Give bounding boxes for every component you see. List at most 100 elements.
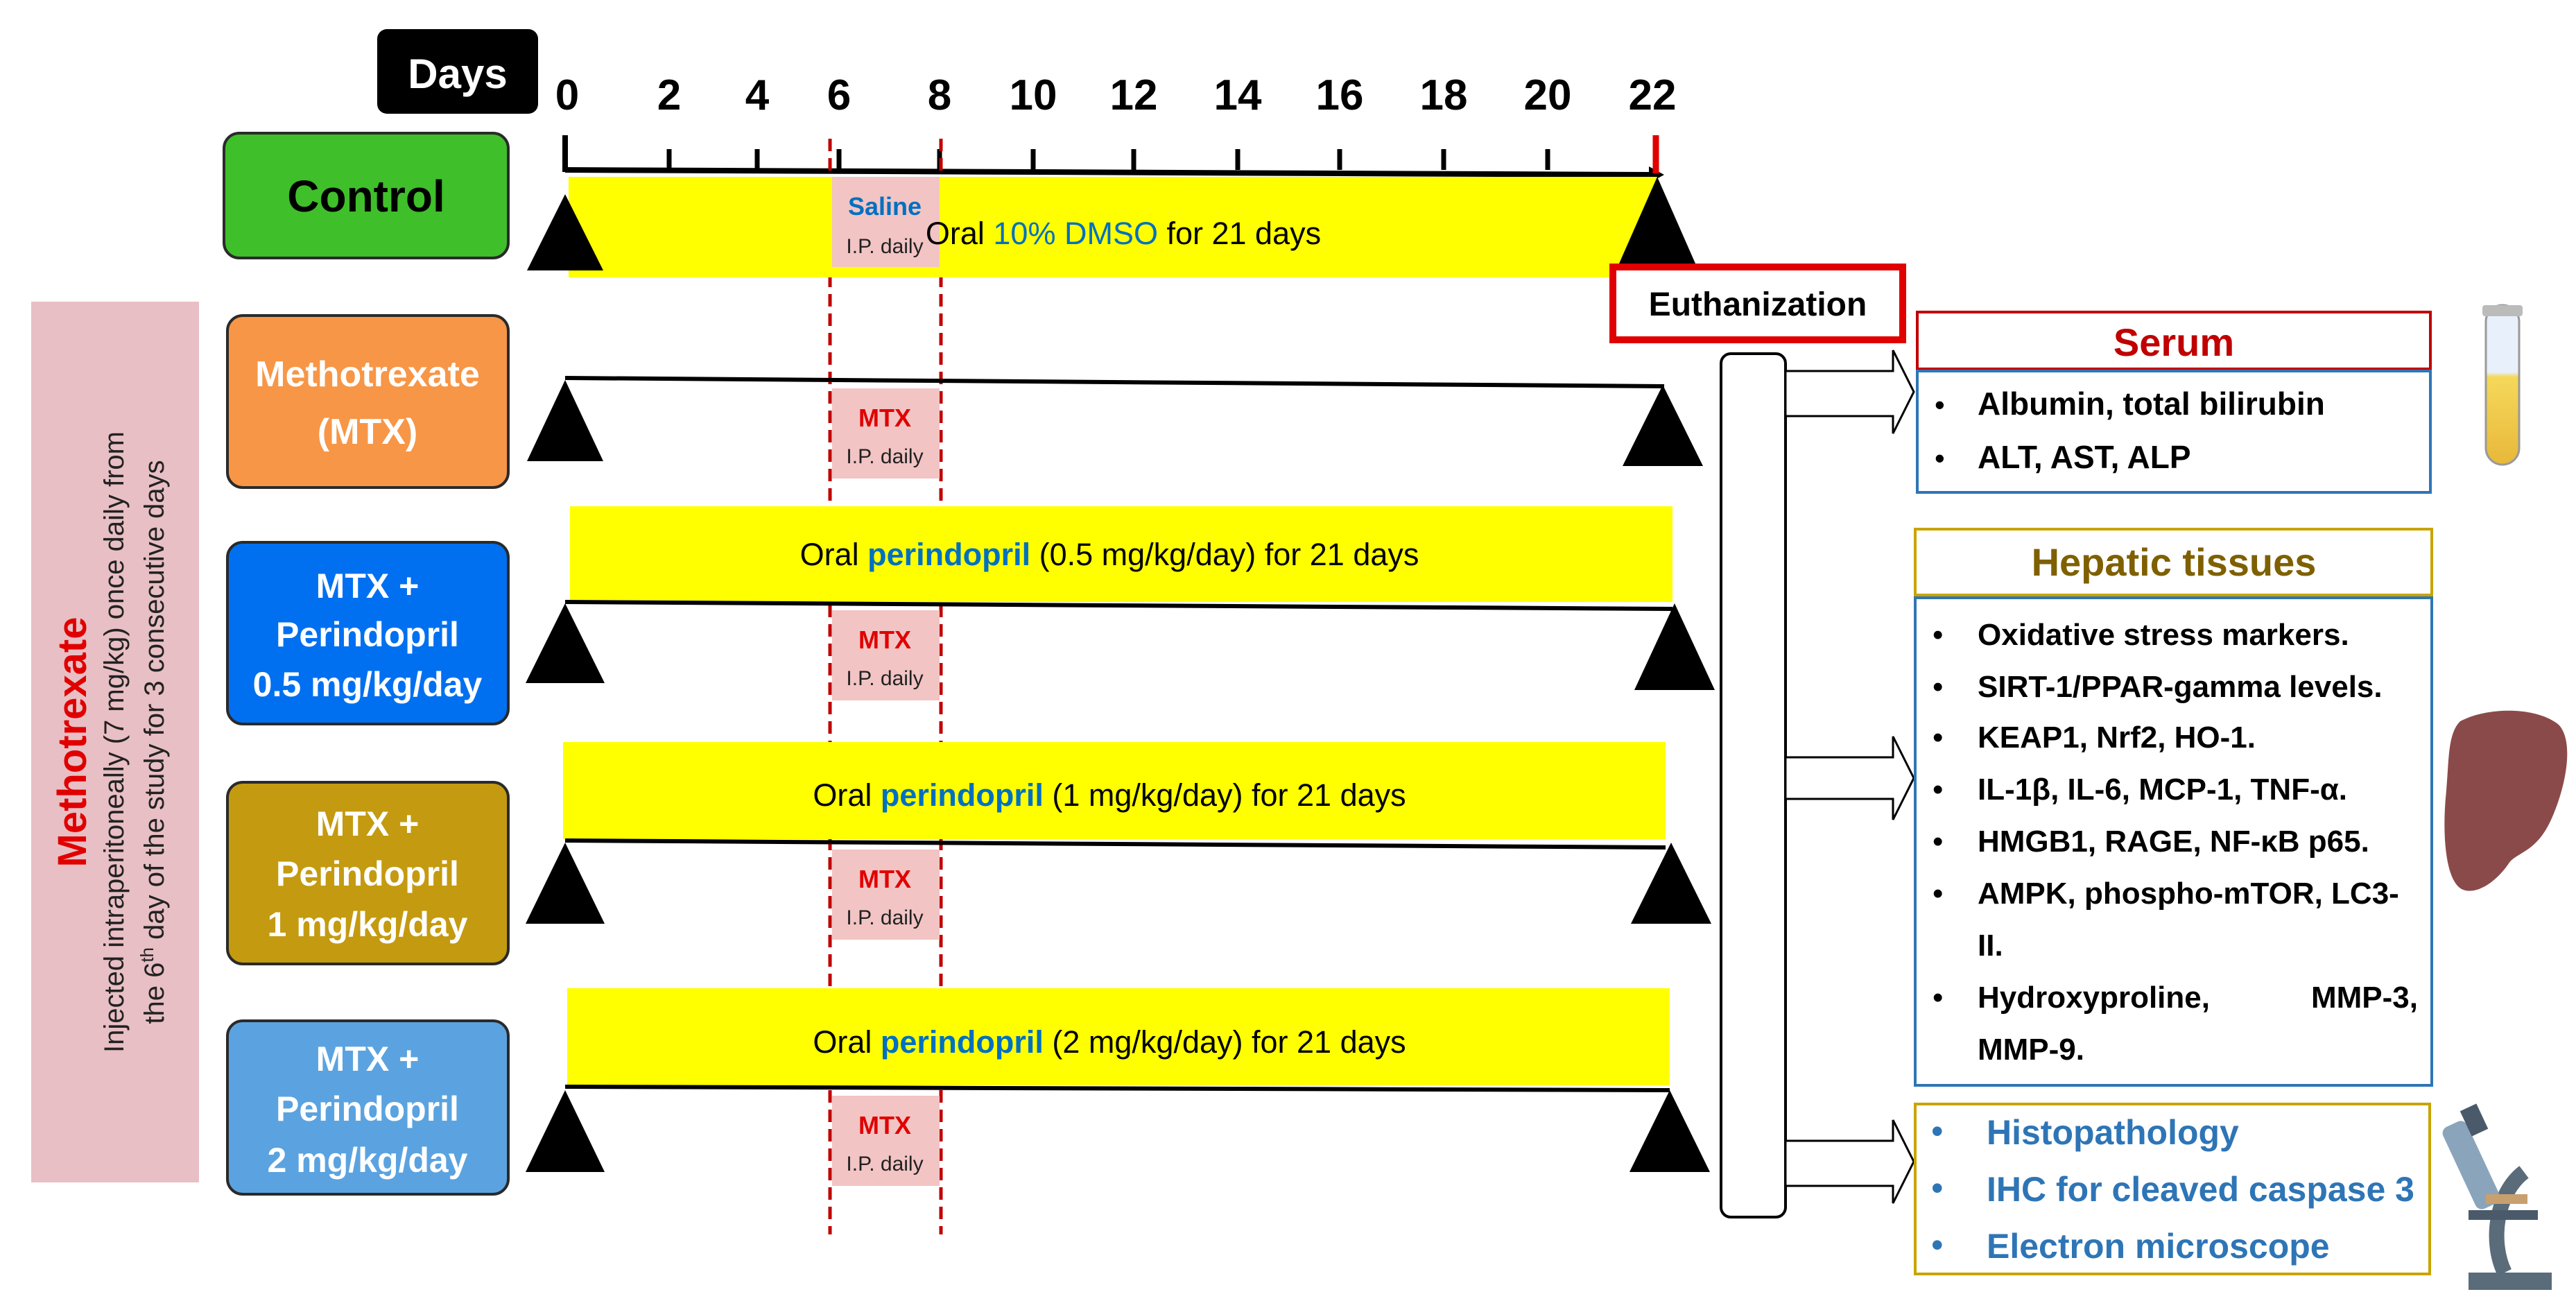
group-p2-row: MTX + Perindopril 2 mg/kg/day Oral perin…: [226, 988, 1710, 1196]
histology-box: [1914, 1103, 2431, 1275]
mtx-injection-sub-2: I.P. daily: [846, 445, 923, 468]
control-treatment-drug: 10% DMSO: [993, 216, 1158, 251]
mtx-injection-title-4: MTX: [858, 865, 911, 893]
group-p05-label-line1: MTX +: [316, 567, 420, 605]
axis-tick-label: 8: [928, 71, 951, 119]
p1-timeline: [564, 838, 1666, 850]
control-end-marker: [1619, 177, 1695, 264]
group-mtx-label-line2: (MTX): [318, 412, 417, 452]
side-panel-line2-b: day of the study for 3 consecutive days: [139, 460, 170, 947]
group-mtx-box: [226, 314, 510, 489]
p05-treatment-bar: [570, 506, 1672, 602]
serum-panel: Serum • Albumin, total bilirubin • ALT, …: [1916, 311, 2432, 494]
histology-item-1: Histopathology: [1987, 1113, 2239, 1152]
p2-timeline: [564, 1085, 1670, 1092]
mtx-injection-box-5: [832, 1096, 940, 1186]
control-treatment-pre: Oral: [926, 216, 994, 251]
histology-item-2: IHC for cleaved caspase 3: [1987, 1170, 2414, 1209]
group-p1-label-line1: MTX +: [316, 804, 420, 843]
p2-treatment-post: (2 mg/kg/day) for 21 days: [1044, 1024, 1406, 1060]
p1-treatment-bar: [563, 742, 1666, 839]
axis-tick-label: 2: [657, 71, 681, 119]
hepatic-list-box: [1914, 596, 2433, 1087]
euthanization-box: [1609, 264, 1906, 343]
saline-injection-title: Saline: [848, 192, 922, 221]
group-p1-box: [226, 781, 510, 965]
p2-treatment-pre: Oral: [813, 1024, 881, 1060]
hepatic-item-7: Hydroxyproline,: [1978, 981, 2210, 1015]
p05-end-marker: [1634, 603, 1715, 690]
mtx-injection-box-2: [832, 388, 940, 479]
side-panel-title: Methotrexate: [50, 617, 95, 868]
sample-collection-bracket: [1720, 352, 1787, 1218]
axis-tick-label: 14: [1214, 71, 1262, 119]
hepatic-item-3: KEAP1, Nrf2, HO-1.: [1978, 721, 2256, 755]
mtx-start-marker: [527, 380, 603, 461]
mtx-side-panel: Methotrexate Injected intraperitoneally …: [31, 302, 199, 1182]
mtx-injection-sub-3: I.P. daily: [846, 667, 923, 690]
hepatic-item-1: Oxidative stress markers.: [1978, 618, 2349, 652]
p2-treatment-bar: [567, 988, 1670, 1085]
group-control-row: Control Saline I.P. daily Oral 10% DMSO …: [223, 132, 1695, 277]
axis-tick-label: 16: [1316, 71, 1364, 119]
group-p1-label-line2: Perindopril: [276, 854, 459, 893]
side-panel-line2-sup: th: [137, 947, 157, 963]
days-label-box: [377, 29, 538, 114]
hepatic-item-4: IL-1β, IL-6, MCP-1, TNF-α.: [1978, 773, 2347, 807]
p2-start-marker: [526, 1090, 605, 1172]
mtx-injection-box-4: [832, 850, 940, 940]
histology-bullet-1: •: [1931, 1112, 1944, 1151]
mtx-injection-title-5: MTX: [858, 1111, 911, 1139]
liver-icon: [2444, 710, 2568, 891]
side-panel-line2-a: the 6: [139, 963, 170, 1024]
group-p2-box: [226, 1019, 510, 1196]
p05-treatment-post: (0.5 mg/kg/day) for 21 days: [1030, 537, 1419, 572]
group-control-label: Control: [287, 171, 445, 221]
group-p2-label-line1: MTX +: [316, 1040, 420, 1078]
serum-bullet-2: •: [1935, 442, 1945, 474]
mtx-injection-sub-4: I.P. daily: [846, 906, 923, 929]
p2-treatment-drug: perindopril: [881, 1024, 1044, 1060]
mtx-injection-title-2: MTX: [858, 404, 911, 432]
hepatic-item-2: SIRT-1/PPAR-gamma levels.: [1978, 670, 2383, 704]
axis-tick-marks: [562, 135, 1550, 172]
p1-end-marker: [1631, 843, 1711, 924]
hepatic-bullet-3: •: [1933, 721, 1943, 755]
hepatic-title: Hepatic tissues: [2032, 540, 2317, 584]
p1-treatment-pre: Oral: [813, 777, 881, 813]
p05-treatment-pre: Oral: [800, 537, 868, 572]
saline-injection-sub: I.P. daily: [846, 235, 923, 258]
p05-treatment-text: Oral perindopril (0.5 mg/kg/day) for 21 …: [800, 537, 1419, 572]
hepatic-bullet-6: •: [1933, 877, 1943, 911]
group-p1-row: MTX + Perindopril 1 mg/kg/day Oral perin…: [226, 742, 1711, 965]
p1-start-marker: [526, 843, 605, 924]
group-control-box: [223, 132, 510, 259]
serum-bullet-1: •: [1935, 388, 1945, 421]
group-p05-row: MTX + Perindopril 0.5 mg/kg/day Oral per…: [226, 506, 1715, 725]
p05-timeline: [564, 600, 1673, 611]
axis-tick-label: 20: [1524, 71, 1572, 119]
mtx-end-marker: [1623, 385, 1703, 466]
axis-tick-label: 22: [1629, 71, 1677, 119]
serum-item-1: Albumin, total bilirubin: [1978, 386, 2325, 422]
hepatic-item-6: AMPK, phospho-mTOR, LC3-: [1978, 877, 2399, 911]
side-panel-background: [31, 302, 199, 1182]
control-start-marker: [527, 194, 603, 270]
hepatic-item-7-right: MMP-3,: [2311, 981, 2418, 1015]
hepatic-item-7-cont: MMP-9.: [1978, 1033, 2084, 1067]
p2-treatment-text: Oral perindopril (2 mg/kg/day) for 21 da…: [813, 1024, 1406, 1060]
histology-bullet-2: •: [1931, 1169, 1944, 1207]
hepatic-bullet-4: •: [1933, 773, 1943, 807]
side-panel-line1: Injected intraperitoneally (7 mg/kg) onc…: [99, 431, 130, 1053]
hepatic-bullet-5: •: [1933, 825, 1943, 859]
arrow-to-histology: [1784, 1119, 1915, 1204]
serum-title: Serum: [2113, 320, 2234, 364]
histology-item-3: Electron microscope: [1987, 1227, 2330, 1266]
connector-arrows: [1784, 350, 1915, 1204]
control-treatment-text: Oral 10% DMSO for 21 days: [926, 216, 1321, 251]
control-treatment-post: for 21 days: [1158, 216, 1321, 251]
euthanization-label: Euthanization: [1649, 286, 1867, 323]
